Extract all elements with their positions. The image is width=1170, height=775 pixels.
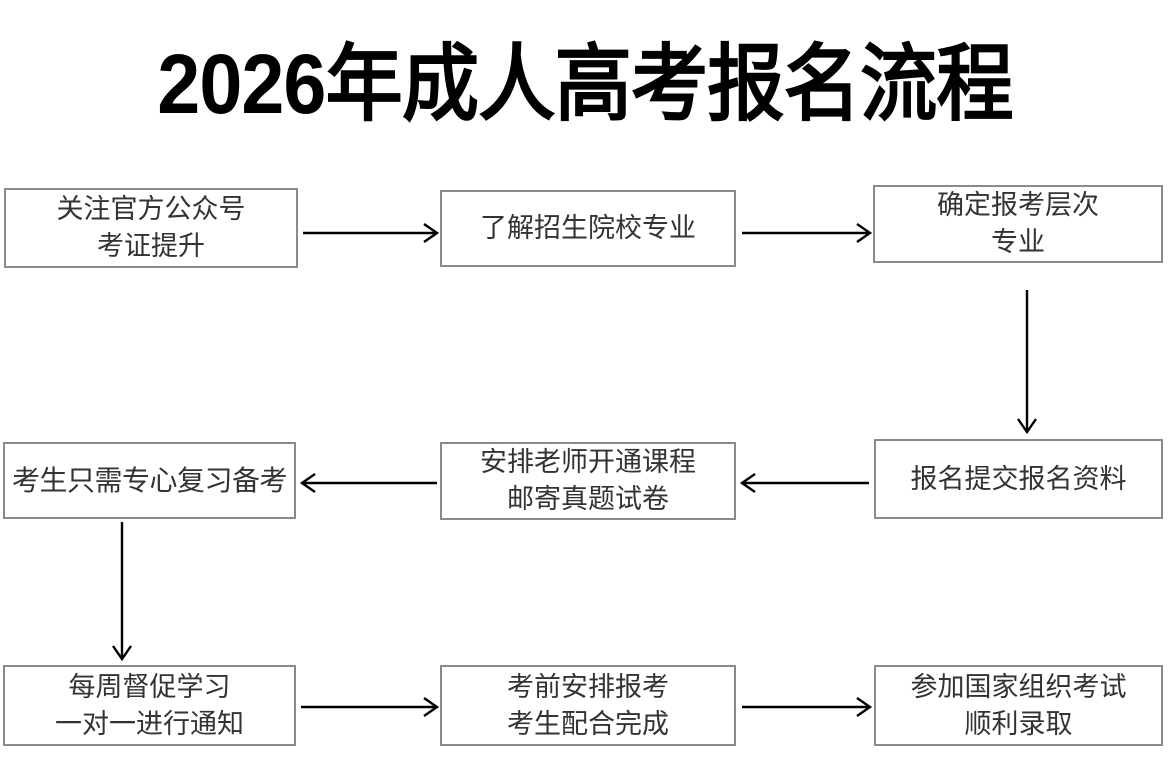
arrow-node4-to-node7 bbox=[112, 522, 132, 662]
arrow-node3-to-node6 bbox=[1017, 290, 1037, 435]
flow-node-6[interactable]: 报名提交报名资料 bbox=[874, 439, 1163, 519]
flow-node-3-line-2: 专业 bbox=[991, 227, 1045, 257]
page-title: 2026年成人高考报名流程 bbox=[157, 37, 1013, 131]
flow-node-5-line-1: 安排老师开通课程 bbox=[480, 447, 696, 477]
arrow-node5-to-node4 bbox=[299, 473, 437, 493]
flow-node-6-line-1: 报名提交报名资料 bbox=[910, 463, 1127, 494]
flow-node-1-line-1: 关注官方公众号 bbox=[56, 194, 246, 224]
flow-node-7-line-2: 一对一进行通知 bbox=[55, 708, 244, 739]
flow-node-1-line-2: 考证提升 bbox=[97, 231, 205, 261]
flow-node-9-line-2: 顺利录取 bbox=[964, 708, 1073, 739]
flow-node-5-line-2: 邮寄真题试卷 bbox=[507, 484, 669, 514]
arrow-node2-to-node3 bbox=[742, 223, 873, 243]
arrow-node7-to-node8 bbox=[301, 697, 440, 717]
flow-node-1[interactable]: 关注官方公众号 考证提升 bbox=[4, 188, 298, 268]
flow-node-9-line-1: 参加国家组织考试 bbox=[910, 671, 1127, 702]
flow-node-7-line-1: 每周督促学习 bbox=[68, 671, 231, 702]
flow-node-8-line-2: 考生配合完成 bbox=[507, 708, 669, 739]
flow-node-3-line-1: 确定报考层次 bbox=[937, 190, 1099, 220]
flow-node-8-line-1: 考前安排报考 bbox=[507, 671, 669, 702]
flow-node-4-line-1: 考生只需专心复习备考 bbox=[11, 465, 288, 496]
flow-node-2[interactable]: 了解招生院校专业 bbox=[440, 190, 736, 267]
arrow-node8-to-node9 bbox=[742, 697, 873, 717]
flow-node-5[interactable]: 安排老师开通课程 邮寄真题试卷 bbox=[440, 442, 736, 520]
flow-node-2-line-1: 了解招生院校专业 bbox=[480, 213, 696, 243]
arrow-node6-to-node5 bbox=[739, 473, 869, 493]
flow-node-4[interactable]: 考生只需专心复习备考 bbox=[3, 442, 296, 519]
flow-node-3[interactable]: 确定报考层次 专业 bbox=[873, 185, 1163, 263]
flow-node-9[interactable]: 参加国家组织考试 顺利录取 bbox=[874, 665, 1163, 746]
arrow-node1-to-node2 bbox=[303, 223, 440, 243]
flow-node-8[interactable]: 考前安排报考 考生配合完成 bbox=[440, 665, 736, 746]
flow-node-7[interactable]: 每周督促学习 一对一进行通知 bbox=[3, 665, 296, 746]
